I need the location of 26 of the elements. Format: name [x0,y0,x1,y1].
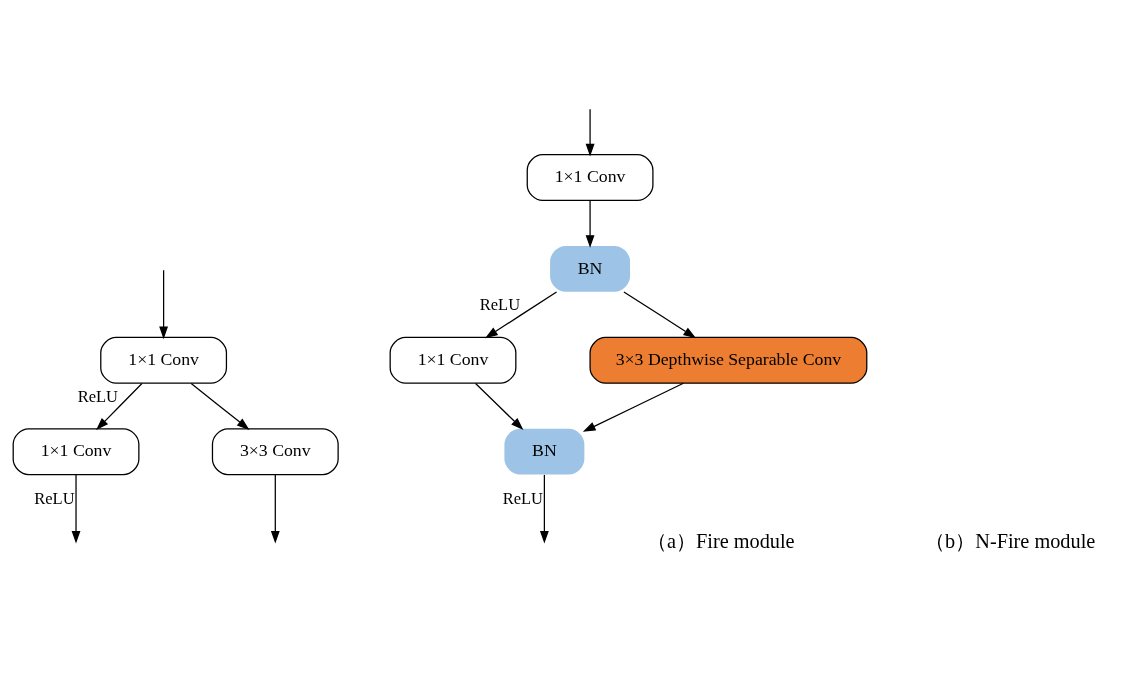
node-box: 1×1 Conv [100,336,228,384]
arrow [96,382,143,431]
node-box: 1×1 Conv [12,428,140,476]
arrow [485,291,558,339]
edge-label: ReLU [502,488,543,508]
node-box: 3×3 Depthwise Separable Conv [589,336,868,384]
arrow [159,269,169,340]
arrow [190,382,250,430]
node-box: 1×1 Conv [389,336,517,384]
edge-label: ReLU [34,488,75,508]
node-box: BN [504,428,585,475]
node-box: 1×1 Conv [526,154,654,201]
arrow [539,474,549,544]
arrow [585,108,595,157]
label: （a）Fire module [646,529,795,552]
arrow [585,200,595,248]
node-box: 3×3 Conv [211,428,339,476]
edge-label: ReLU [77,386,119,406]
label: （b）N-Fire module [925,529,1096,552]
arrow [270,474,280,544]
arrow [71,474,81,544]
edge-label: ReLU [479,295,521,315]
node-box: BN [550,246,631,292]
arrow [623,291,697,339]
arrow [474,382,524,431]
arrow [582,382,685,432]
